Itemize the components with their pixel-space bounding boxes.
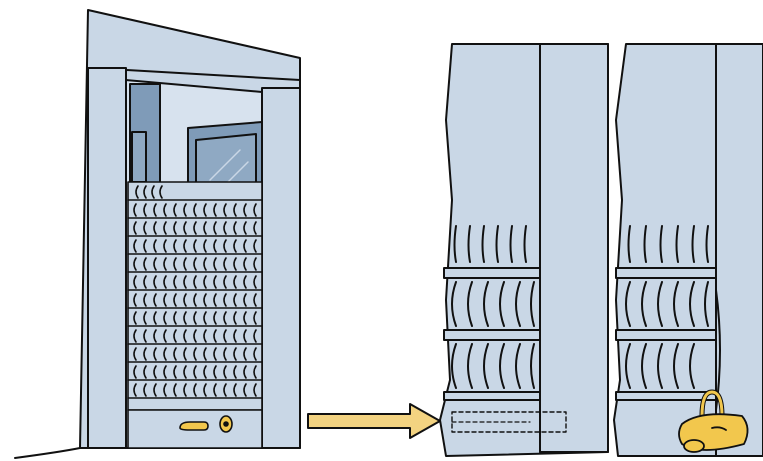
- right-arrow-icon: [308, 404, 440, 438]
- closed-shutter-flush-lock: [440, 44, 608, 456]
- closed-shutter-padlock: [614, 44, 763, 456]
- shutter-slats-left: [128, 182, 262, 448]
